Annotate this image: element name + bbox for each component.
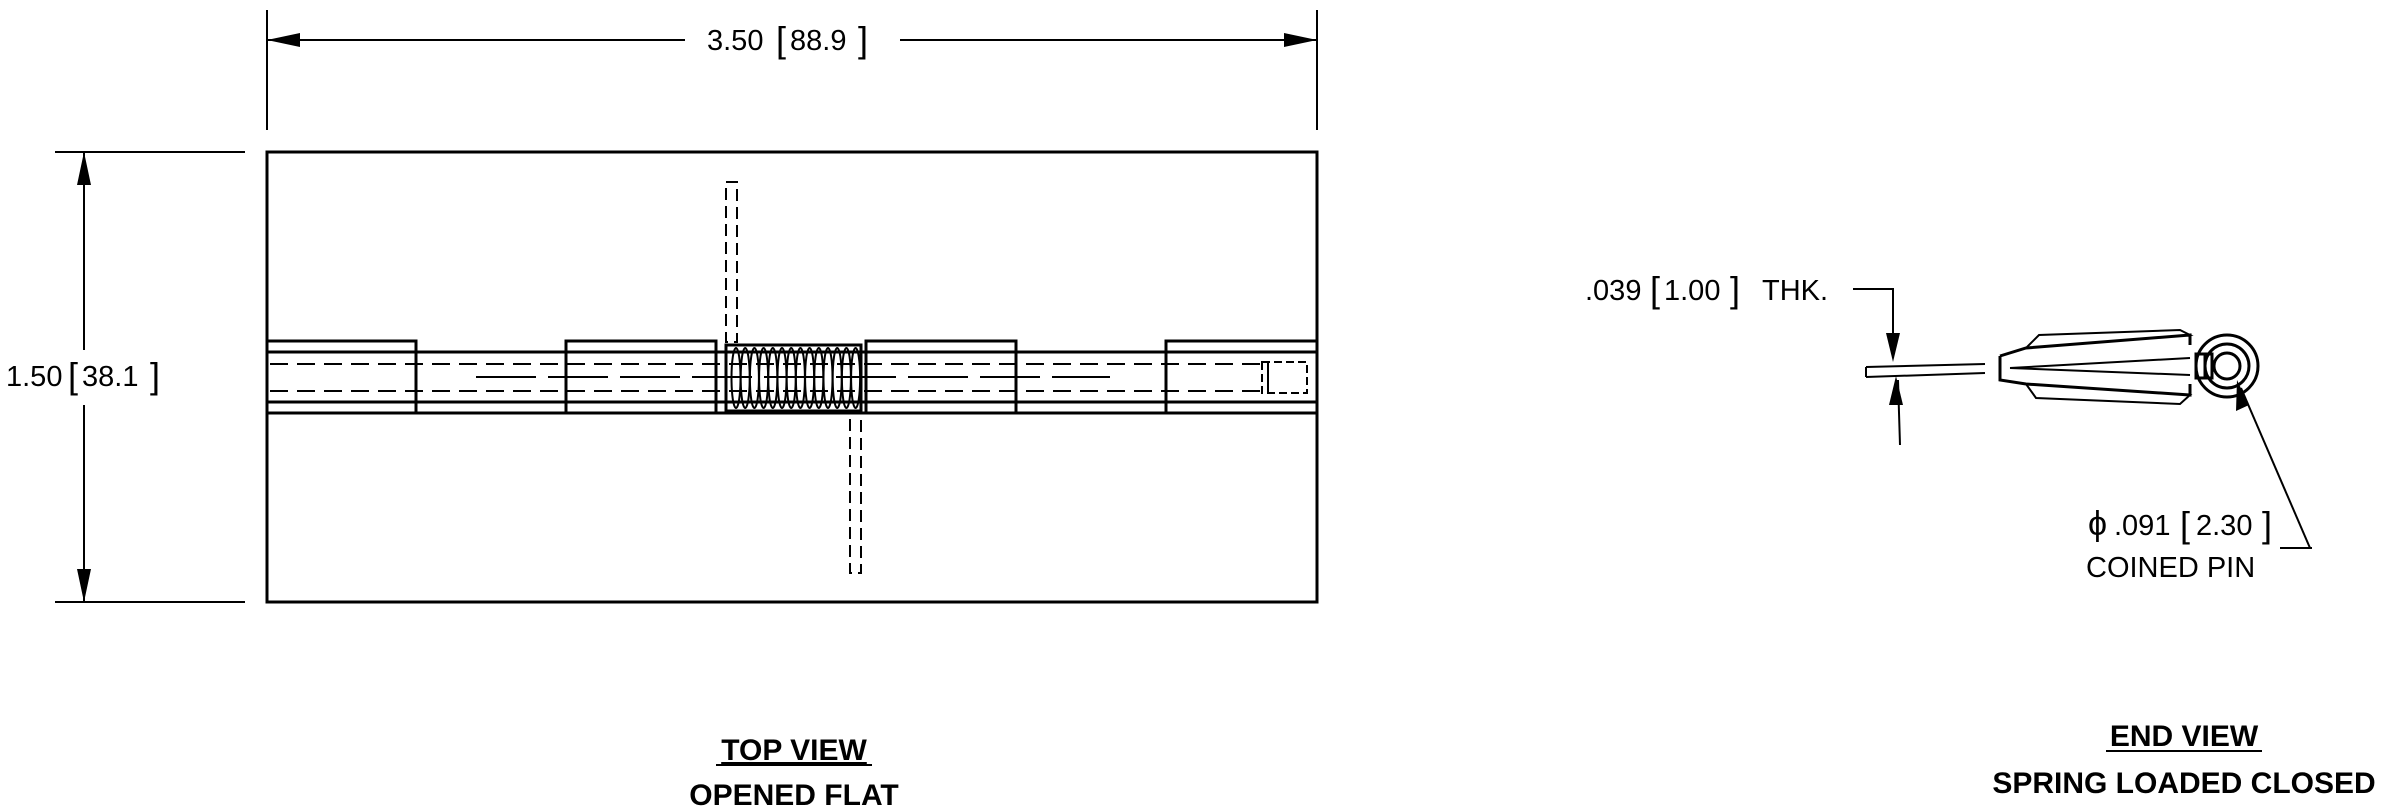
height-arrow-top: [77, 152, 91, 185]
end-view: .039 [ 1.00 ] THK.: [1585, 269, 2376, 800]
end-profile: [1998, 328, 2260, 406]
spring-coil-loop: [822, 347, 834, 409]
pin-mm: 2.30: [2196, 510, 2252, 542]
pin-diameter-symbol: ϕ: [2088, 505, 2107, 543]
pin-arrow: [2236, 380, 2249, 411]
thickness-mm: 1.00: [1664, 275, 1720, 307]
height-dim-inch: 1.50: [6, 361, 62, 393]
height-dim-bracket-close: ]: [150, 355, 160, 396]
pin-hidden-lines: [270, 361, 1308, 394]
spring-coil-loop: [850, 347, 862, 409]
thickness-bracket-close: ]: [1730, 269, 1740, 310]
width-dim-inch: 3.50: [707, 25, 763, 57]
width-dimension: 3.50 [ 88.9 ]: [266, 10, 1318, 130]
thickness-inch: .039: [1585, 275, 1641, 307]
thickness-arrow-top: [1886, 333, 1900, 362]
thickness-bracket-open: [: [1650, 269, 1660, 310]
end-view-title: END VIEW: [2110, 720, 2259, 753]
thickness-dimension: .039 [ 1.00 ] THK.: [1585, 269, 1986, 446]
height-dimension: 1.50 [ 38.1 ]: [6, 151, 245, 603]
height-dim-mm: 38.1: [82, 361, 138, 393]
height-arrow-bottom: [77, 569, 91, 602]
width-dim-bracket-open: [: [776, 19, 786, 60]
width-dim-bracket-close: ]: [858, 19, 868, 60]
spring-legs: [725, 181, 862, 574]
pin-note: COINED PIN: [2086, 552, 2255, 584]
end-view-subtitle: SPRING LOADED CLOSED: [1992, 767, 2375, 800]
height-dim-bracket-open: [: [68, 355, 78, 396]
thickness-suffix: THK.: [1762, 275, 1828, 307]
pin-bracket-open: [: [2180, 504, 2190, 545]
top-view-title: TOP VIEW: [721, 734, 867, 767]
spring-coil: [724, 343, 863, 413]
width-arrow-left: [267, 33, 300, 47]
pin-callout: ϕ .091 [ 2.30 ] COINED PIN: [2086, 380, 2312, 584]
hinge-outline: [265, 150, 1319, 604]
width-arrow-right: [1284, 33, 1317, 47]
top-view-subtitle: OPENED FLAT: [689, 779, 898, 810]
pin-inch: .091: [2114, 510, 2170, 542]
thickness-arrow-bottom: [1889, 376, 1903, 405]
width-dim-mm: 88.9: [790, 25, 846, 57]
pin-bracket-close: ]: [2262, 504, 2272, 545]
top-view: 3.50 [ 88.9 ] 1.50 [ 38.1 ]: [6, 10, 1319, 810]
